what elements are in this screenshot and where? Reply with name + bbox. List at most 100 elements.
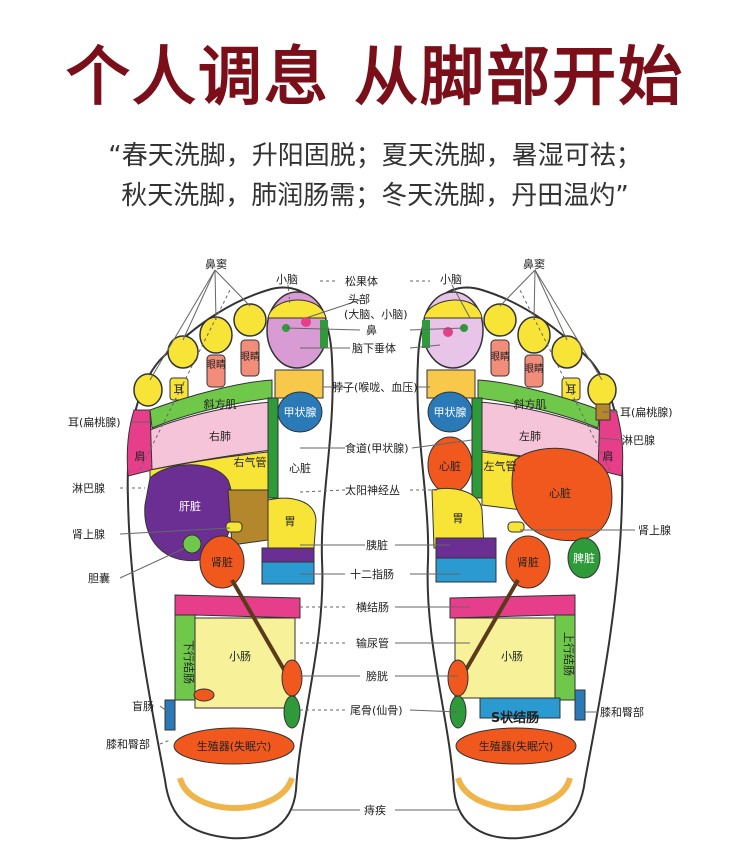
right-toe-side-green bbox=[422, 320, 430, 348]
right-knee-zone bbox=[574, 689, 586, 721]
label-ear-tonsil-right: 耳(扁桃腺) bbox=[620, 405, 673, 419]
zone-genital-r: 生殖器(失眠穴) bbox=[479, 739, 554, 753]
right-pineal-dot bbox=[443, 327, 453, 337]
zone-eye-r2: 眼睛 bbox=[524, 363, 544, 375]
label-cerebellum-right: 小脑 bbox=[440, 273, 462, 286]
left-shoulder-zone bbox=[126, 409, 153, 477]
left-genital-zone bbox=[173, 727, 295, 765]
right-bronchus-strip bbox=[471, 397, 483, 499]
zone-labels: 眼睛 眼睛 耳 斜方肌 右肺 右气管 甲状腺 心脏 肝脏 胃 肾脏 肩 下行结肠… bbox=[135, 351, 614, 753]
left-eye-zone-2 bbox=[240, 339, 260, 377]
left-toe-side-green bbox=[320, 320, 328, 348]
label-gallbladder: 胆囊 bbox=[88, 571, 110, 585]
label-pineal: 松果体 bbox=[345, 274, 378, 288]
zone-ear-r: 耳 bbox=[566, 383, 577, 396]
zone-ear-l: 耳 bbox=[174, 383, 185, 396]
label-nose-left: 鼻窦 bbox=[205, 257, 227, 271]
left-foot bbox=[126, 286, 334, 840]
zone-spleen: 脾脏 bbox=[573, 551, 595, 565]
label-ear-tonsil-left: 耳(扁桃腺) bbox=[68, 415, 121, 429]
label-coccyx: 尾骨(仙骨) bbox=[350, 704, 403, 717]
page-title: 个人调息 从脚部开始 bbox=[65, 41, 685, 115]
zone-small-int-r: 小肠 bbox=[501, 650, 523, 663]
zone-trapezius-r: 斜方肌 bbox=[514, 397, 547, 411]
gallbladder-zone bbox=[182, 534, 202, 554]
right-eye-zone-1 bbox=[490, 339, 510, 377]
left-big-toe-top bbox=[267, 299, 327, 319]
appendix-zone bbox=[193, 688, 215, 702]
label-duodenum: 十二指肠 bbox=[350, 567, 394, 581]
label-knee-left: 膝和臀部 bbox=[106, 737, 150, 751]
left-hemorrhoid-arc bbox=[177, 776, 295, 811]
zone-thyroid-l: 甲状腺 bbox=[284, 405, 317, 419]
label-hemorrhoid: 痔疾 bbox=[364, 803, 386, 817]
zone-eye-l2: 眼睛 bbox=[240, 351, 260, 363]
sigmoid-colon-zone bbox=[479, 697, 561, 719]
right-ureter bbox=[458, 578, 520, 682]
left-toe-3 bbox=[199, 316, 233, 354]
left-adrenal-zone bbox=[225, 521, 243, 533]
zone-shoulder-l: 肩 bbox=[135, 449, 146, 463]
left-pancreas-zone bbox=[261, 547, 315, 563]
quote-line-1: “春天洗脚，升阳固脱；夏天洗脚，暑湿可祛； bbox=[108, 141, 642, 171]
zone-heart-big: 心脏 bbox=[549, 487, 571, 500]
right-foot bbox=[416, 286, 624, 840]
zone-left-lung: 左肺 bbox=[519, 430, 541, 443]
right-bladder-zone bbox=[447, 659, 469, 697]
zone-sigmoid: S状结肠 bbox=[491, 710, 539, 726]
label-transverse-colon: 横结肠 bbox=[356, 600, 389, 614]
right-kidney-zone bbox=[505, 535, 551, 589]
label-nose: 鼻 bbox=[366, 323, 377, 337]
right-eye-zone-2 bbox=[524, 354, 544, 388]
label-head: 头部 bbox=[348, 292, 370, 306]
label-brain: (大脑、小脑) bbox=[344, 307, 408, 321]
right-toe-5 bbox=[587, 373, 617, 407]
zone-right-bronchus: 右气管 bbox=[234, 455, 267, 469]
zone-small-int-l: 小肠 bbox=[229, 650, 251, 663]
zone-shoulder-r: 肩 bbox=[603, 449, 614, 463]
left-toe-2 bbox=[233, 303, 267, 337]
zone-stomach-r: 胃 bbox=[453, 512, 464, 525]
zone-trapezius-l: 斜方肌 bbox=[204, 397, 237, 411]
right-pancreas-zone bbox=[435, 537, 497, 559]
zone-heart-r: 心脏 bbox=[439, 460, 461, 473]
label-nose-right: 鼻窦 bbox=[523, 257, 545, 271]
zone-right-lung: 右肺 bbox=[209, 429, 231, 443]
zone-eye-r: 眼睛 bbox=[490, 351, 510, 363]
left-eye-zone-1 bbox=[206, 354, 226, 388]
label-adrenal-right: 肾上腺 bbox=[638, 523, 671, 537]
zone-heart-l: 心脏 bbox=[289, 462, 311, 475]
leader-lines bbox=[119, 269, 635, 811]
left-toe-5 bbox=[133, 373, 163, 407]
left-toe-4 bbox=[167, 335, 199, 369]
label-ureter: 输尿管 bbox=[356, 636, 389, 650]
zone-stomach-l: 胃 bbox=[285, 515, 296, 528]
right-genital-zone bbox=[455, 727, 577, 765]
right-toe-3 bbox=[517, 316, 551, 354]
label-pancreas: 胰脏 bbox=[366, 538, 388, 552]
zone-genital-l: 生殖器(失眠穴) bbox=[197, 739, 272, 753]
left-pineal-dot bbox=[301, 317, 311, 327]
left-coccyx-zone bbox=[283, 695, 301, 729]
label-adrenal-left: 肾上腺 bbox=[72, 527, 105, 541]
left-ureter bbox=[230, 578, 292, 682]
left-bronchus-strip bbox=[267, 397, 279, 499]
label-lymph-left: 淋巴腺 bbox=[72, 481, 105, 495]
left-kidney-zone bbox=[199, 535, 245, 589]
label-pituitary: 脑下垂体 bbox=[352, 341, 396, 355]
zone-kidney-r: 肾脏 bbox=[517, 556, 539, 569]
left-knee-zone bbox=[164, 699, 176, 731]
spleen-zone bbox=[567, 537, 601, 579]
right-toe-2 bbox=[483, 303, 517, 337]
quote-line-2: 秋天洗脚，肺润肠需；冬天洗脚，丹田温灼” bbox=[121, 181, 629, 211]
zone-descending-colon: 下行结肠 bbox=[182, 640, 195, 684]
big-heart-zone bbox=[511, 447, 613, 542]
label-bladder: 膀胱 bbox=[366, 669, 388, 683]
label-lymph-right: 淋巴腺 bbox=[622, 433, 655, 447]
label-knee-right: 膝和臀部 bbox=[600, 705, 644, 719]
left-bladder-zone bbox=[281, 659, 303, 697]
zone-eye-l: 眼睛 bbox=[206, 359, 226, 371]
label-neck: 脖子(喉咙、血压) bbox=[332, 380, 418, 394]
left-tan-area bbox=[227, 489, 269, 546]
